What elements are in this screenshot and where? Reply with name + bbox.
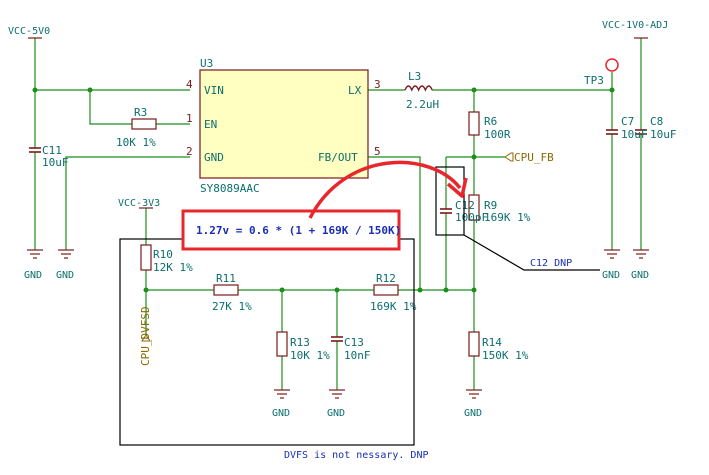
ref-r13: R13 [290, 336, 310, 349]
ic-pinnum-gnd: 2 [186, 145, 193, 158]
ref-r9: R9 [484, 199, 497, 212]
value-c12: 100pF [455, 211, 488, 224]
resistor-r10[interactable] [140, 244, 152, 271]
gnd-label: GND [327, 408, 345, 419]
ic-value: SY8089AAC [200, 182, 260, 195]
net-label-cpu-dvfsd: CPU_DVFSD [139, 306, 152, 366]
junctions [32, 87, 615, 293]
ref-r6: R6 [484, 115, 497, 128]
ref-r14: R14 [482, 336, 502, 349]
ref-l3: L3 [408, 70, 421, 83]
ic-pin-gnd: GND [204, 151, 224, 164]
capacitor-c11[interactable] [29, 147, 41, 153]
inductor-l3[interactable] [404, 85, 433, 92]
highlight-arrowhead [446, 177, 468, 198]
equation-text: 1.27v = 0.6 * (1 + 169K / 150K) [196, 224, 401, 237]
net-label-cpu-fb: CPU_FB [514, 151, 554, 164]
value-l3: 2.2uH [406, 98, 439, 111]
gnd-label: GND [272, 408, 290, 419]
ic-pin-en: EN [204, 118, 217, 131]
capacitor-c8[interactable] [635, 129, 647, 135]
ic-pinnum-vin: 4 [186, 78, 193, 91]
capacitor-c13[interactable] [331, 336, 343, 342]
resistor-r6[interactable] [468, 111, 480, 136]
value-c11: 10uF [42, 156, 69, 169]
ref-r12: R12 [376, 272, 396, 285]
value-c13: 10nF [344, 349, 371, 362]
value-r14: 150K 1% [482, 349, 529, 362]
capacitor-c7[interactable] [606, 129, 618, 135]
dvfs-note: DVFS is not nessary. DNP [284, 450, 429, 461]
ref-c11: C11 [42, 144, 62, 157]
ref-r10: R10 [153, 248, 173, 261]
value-r13: 10K 1% [290, 349, 330, 362]
highlight-arrow [308, 160, 462, 219]
power-symbols [28, 37, 648, 209]
gnd-label: GND [631, 270, 649, 281]
value-c7: 10uF [621, 128, 648, 141]
gnd-label: GND [602, 270, 620, 281]
value-r10: 12K 1% [153, 261, 193, 274]
ic-pinnum-fb: 5 [374, 145, 381, 158]
value-c8: 10uF [650, 128, 677, 141]
gnd-label: GND [464, 408, 482, 419]
capacitor-c12[interactable] [440, 208, 452, 214]
resistor-r3[interactable] [131, 118, 157, 130]
value-r6: 100R [484, 128, 511, 141]
ref-r11: R11 [216, 272, 236, 285]
ref-c8: C8 [650, 115, 663, 128]
ic-pin-vin: VIN [204, 84, 224, 97]
c12-dnp-label: C12 DNP [530, 258, 572, 269]
power-label-3v3: VCC-3V3 [118, 198, 160, 209]
resistor-r11[interactable] [213, 284, 239, 296]
ref-r3: R3 [134, 106, 147, 119]
ref-c12: C12 [455, 199, 475, 212]
ic-u3[interactable]: U3 SY8089AAC VIN EN GND LX FB/OUT 4 1 2 … [186, 57, 381, 195]
value-r11: 27K 1% [212, 300, 252, 313]
ref-c13: C13 [344, 336, 364, 349]
equation-box [181, 209, 401, 251]
c12-dnp-leader [463, 234, 600, 271]
ref-tp3: TP3 [584, 74, 604, 87]
resistor-r9[interactable] [468, 194, 480, 221]
ic-pinnum-lx: 3 [374, 78, 381, 91]
value-r12: 169K 1% [370, 300, 417, 313]
net-flag-cpu-dvfsd [141, 334, 151, 342]
wires [34, 38, 642, 390]
resistor-r13[interactable] [276, 331, 288, 357]
ic-pin-lx: LX [348, 84, 362, 97]
power-label-5v0: VCC-5V0 [8, 26, 50, 37]
ic-pinnum-en: 1 [186, 112, 193, 125]
resistor-r12[interactable] [373, 284, 399, 296]
value-r3: 10K 1% [116, 136, 156, 149]
net-flag-cpu-fb [504, 152, 514, 162]
resistor-r14[interactable] [468, 331, 480, 357]
gnd-symbols [27, 249, 649, 399]
ic-pin-fb: FB/OUT [318, 151, 358, 164]
value-r9: 169K 1% [484, 211, 531, 224]
ic-ref: U3 [200, 57, 213, 70]
testpoint-tp3[interactable] [605, 58, 619, 72]
gnd-label: GND [24, 270, 42, 281]
power-label-1v0-adj: VCC-1V0-ADJ [602, 20, 668, 31]
gnd-label: GND [56, 270, 74, 281]
ref-c7: C7 [621, 115, 634, 128]
c12-dnp-box [435, 166, 465, 236]
